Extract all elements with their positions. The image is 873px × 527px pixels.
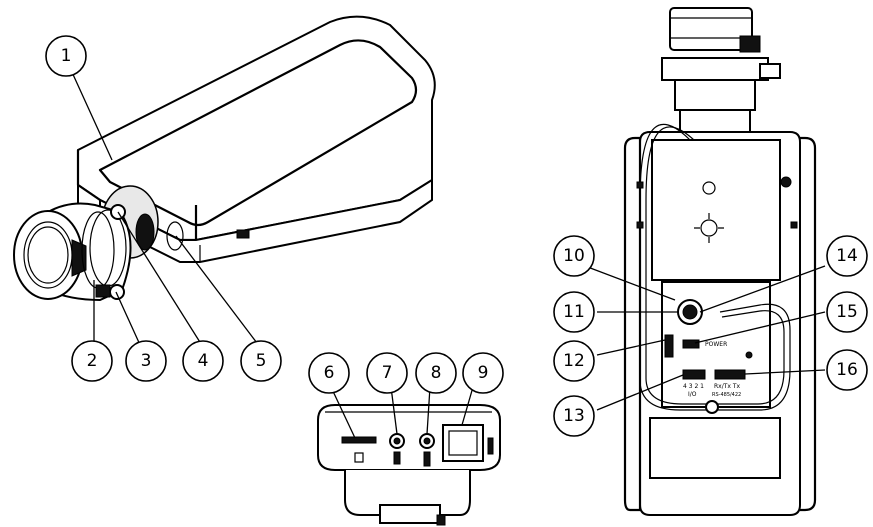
lens <box>13 202 132 302</box>
callout-10: 10 <box>553 235 595 277</box>
callout-6: 6 <box>308 352 350 394</box>
svg-text:9: 9 <box>478 363 489 383</box>
camera-side-view <box>13 15 436 302</box>
svg-text:14: 14 <box>836 246 858 266</box>
svg-text:6: 6 <box>324 363 335 383</box>
callout-11: 11 <box>553 291 595 333</box>
svg-text:13: 13 <box>563 406 585 426</box>
callout-8: 8 <box>415 352 457 394</box>
svg-text:1: 1 <box>61 46 72 66</box>
svg-text:5: 5 <box>256 351 267 371</box>
rs-sub-label: RS-485/422 <box>712 392 741 398</box>
svg-text:2: 2 <box>87 351 98 371</box>
callout-13: 13 <box>553 395 595 437</box>
callouts: 1 2 3 4 5 6 7 8 9 10 11 12 13 14 15 16 <box>45 35 868 437</box>
callout-15: 15 <box>826 291 868 333</box>
io-label: I/O <box>688 391 697 398</box>
svg-text:8: 8 <box>431 363 442 383</box>
svg-text:11: 11 <box>563 302 585 322</box>
power-label: POWER <box>705 341 727 348</box>
svg-text:15: 15 <box>836 302 858 322</box>
callout-14: 14 <box>826 235 868 277</box>
camera-rear-panel <box>317 404 501 526</box>
svg-text:7: 7 <box>382 363 393 383</box>
io-pin-label: 4 3 2 1 <box>683 383 704 390</box>
callout-9: 9 <box>462 352 504 394</box>
svg-text:10: 10 <box>563 246 585 266</box>
callout-2: 2 <box>71 340 113 382</box>
leader-lines <box>70 69 826 439</box>
callout-16: 16 <box>826 349 868 391</box>
callout-4: 4 <box>182 340 224 382</box>
svg-text:12: 12 <box>563 351 585 371</box>
callout-5: 5 <box>240 340 282 382</box>
sd-card-slot <box>341 436 377 444</box>
callout-12: 12 <box>553 340 595 382</box>
callout-1: 1 <box>45 35 87 77</box>
svg-text:4: 4 <box>198 351 209 371</box>
callout-3: 3 <box>125 340 167 382</box>
focus-puller <box>109 284 125 300</box>
svg-text:16: 16 <box>836 360 858 380</box>
rs-header-label: Rx/Tx Tx <box>714 383 741 390</box>
mount-slot <box>236 229 250 239</box>
callout-7: 7 <box>366 352 408 394</box>
svg-text:3: 3 <box>141 351 152 371</box>
camera-rear-view: POWER 4 3 2 1 I/O Rx/Tx Tx RS-485/422 <box>623 7 817 516</box>
